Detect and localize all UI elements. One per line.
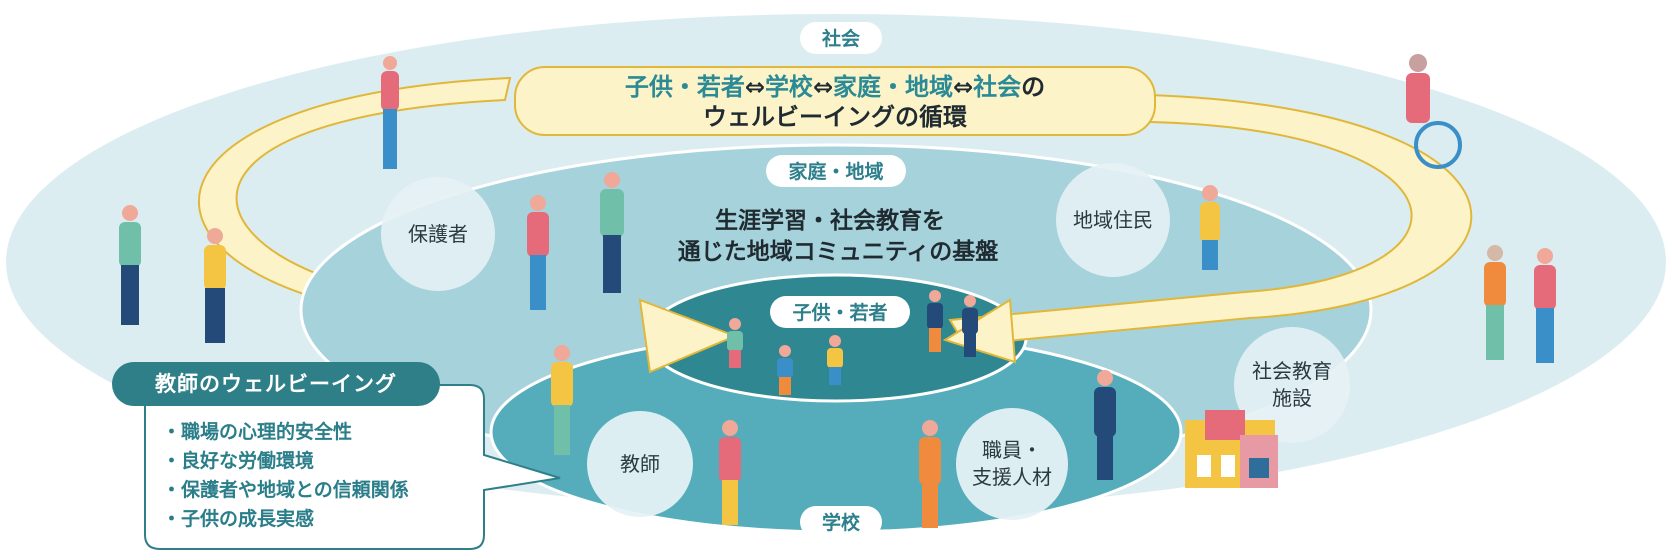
person-figure	[600, 172, 624, 293]
building-icon	[1185, 410, 1278, 488]
person-figure	[204, 228, 226, 343]
school-tag-label: 学校	[822, 511, 861, 534]
society-tag	[800, 22, 882, 54]
facility-circle	[1234, 327, 1350, 443]
person-figure	[1200, 185, 1220, 270]
child-figure	[727, 318, 743, 368]
person-figure	[1094, 370, 1116, 480]
banner-line2: ウェルビーイングの循環	[703, 103, 968, 131]
loop-right	[948, 93, 1473, 347]
list-item: ・良好な労働環境	[162, 450, 315, 472]
residents-circle	[1056, 163, 1170, 277]
person-figure	[1484, 245, 1506, 360]
teachers-circle	[587, 411, 693, 517]
children-tag-label: 子供・若者	[792, 301, 887, 324]
loop-left-arrowhead	[638, 298, 738, 374]
child-figure	[927, 290, 943, 352]
person-figure	[1534, 248, 1556, 363]
child-figure	[962, 295, 978, 357]
home-community-tag	[766, 155, 906, 187]
staff-label-2: 支援人材	[972, 465, 1052, 489]
center-line2: 通じた地域コミュニティの基盤	[678, 238, 1000, 265]
banner-line1: 子供・若者⇔学校⇔家庭・地域⇔社会の	[625, 73, 1045, 101]
guardians-label: 保護者	[408, 222, 468, 246]
teacher-wellbeing-list: ・職場の心理的安全性 ・良好な労働環境 ・保護者や地域との信頼関係 ・子供の成長…	[162, 418, 482, 534]
people-illustrations	[119, 54, 1556, 528]
staff-label-1: 職員・	[982, 438, 1042, 462]
facility-label-1: 社会教育	[1252, 359, 1332, 383]
school-tag	[800, 506, 882, 538]
list-item: ・子供の成長実感	[162, 508, 315, 530]
guardians-circle	[381, 177, 495, 291]
banner-box	[514, 66, 1156, 136]
staff-circle	[956, 408, 1068, 520]
residents-label: 地域住民	[1073, 208, 1153, 232]
person-figure	[119, 205, 141, 325]
center-line1: 生涯学習・社会教育を	[715, 207, 945, 234]
child-figure	[827, 335, 843, 385]
person-figure	[381, 56, 399, 169]
teacher-wellbeing-title: 教師のウェルビーイング	[112, 362, 440, 406]
facility-label-2: 施設	[1272, 386, 1312, 410]
list-item: ・保護者や地域との信頼関係	[162, 479, 409, 501]
person-figure	[1406, 54, 1462, 169]
children-tag	[770, 296, 910, 328]
teachers-label: 教師	[620, 452, 660, 476]
person-figure	[527, 195, 549, 310]
society-tag-label: 社会	[821, 27, 860, 50]
home-community-tag-label: 家庭・地域	[788, 160, 883, 183]
person-figure	[919, 420, 941, 528]
person-figure	[719, 420, 741, 525]
person-figure	[551, 345, 573, 455]
child-figure	[777, 345, 793, 395]
list-item: ・職場の心理的安全性	[162, 421, 353, 443]
